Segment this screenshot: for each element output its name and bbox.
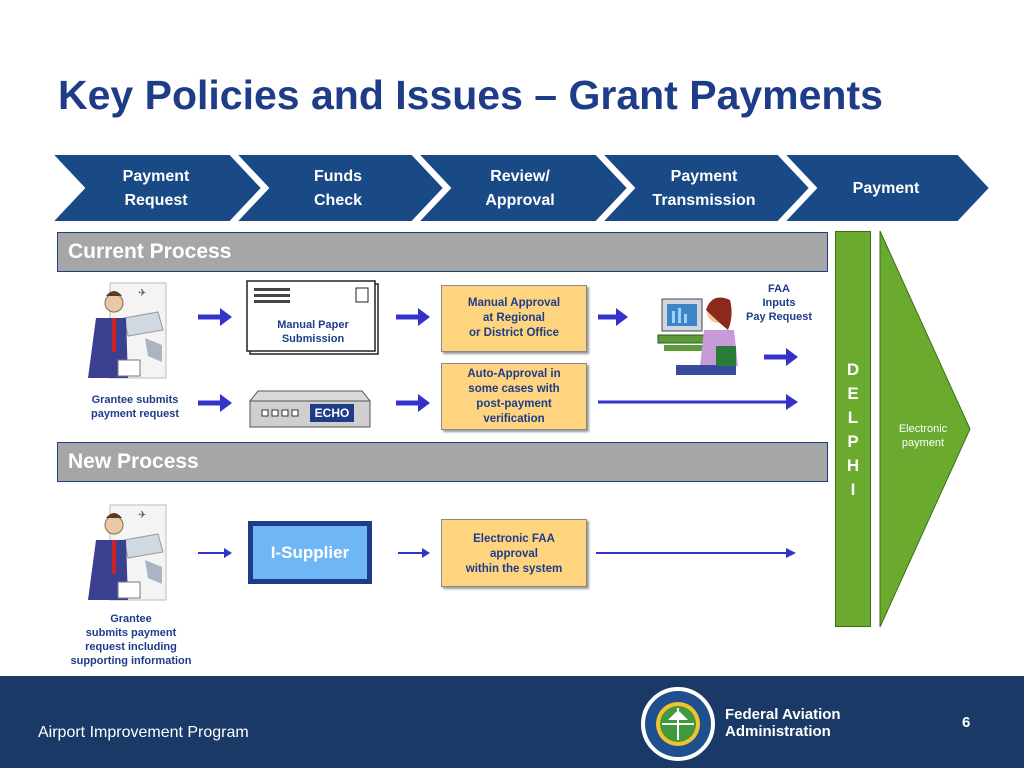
flow-arrow-faa-to-delphi xyxy=(764,348,798,366)
faa-seal-icon xyxy=(639,685,717,763)
svg-text:✈: ✈ xyxy=(138,510,146,521)
stage-4-line2: Transmission xyxy=(652,192,756,209)
faa-inputs-line2: Inputs xyxy=(762,297,796,309)
faa-inputs-caption: FAA Inputs Pay Request xyxy=(738,282,820,324)
auto-approval-box: Auto-Approval in some cases with post-pa… xyxy=(441,363,587,430)
faa-inputs-line3: Pay Request xyxy=(745,311,813,323)
manual-approval-line2: at Regional xyxy=(483,312,545,324)
flow-arrow-auto-approval-to-delphi xyxy=(598,394,798,410)
flow-arrow-electronic-approval-to-delphi xyxy=(596,548,796,558)
agency-name-line2: Administration xyxy=(725,723,831,740)
current-grantee-caption-line2: payment request xyxy=(90,408,180,420)
flow-arrow-echo-to-auto-approval xyxy=(396,394,430,412)
stage-1-line1: Payment xyxy=(122,168,190,185)
stage-chevron-3 xyxy=(415,153,630,223)
agency-name-line1: Federal Aviation xyxy=(725,706,841,723)
electronic-approval-line1: Electronic FAA xyxy=(473,533,555,545)
stage-3-line2: Approval xyxy=(485,192,555,209)
delphi-bar: D E L P H I xyxy=(835,231,871,627)
stage-2-line2: Check xyxy=(313,192,363,209)
new-grantee-caption-line3: request including xyxy=(85,641,177,653)
new-grantee-caption-line4: supporting information xyxy=(70,655,192,667)
stage-chevron-1 xyxy=(49,153,264,223)
grantee-figure-icon-2: ✈ xyxy=(88,504,167,601)
manual-approval-line1: Manual Approval xyxy=(467,297,561,309)
delphi-letter-l: L xyxy=(847,408,859,427)
new-process-header: New Process xyxy=(57,442,828,482)
stage-1-line2: Request xyxy=(124,192,188,209)
faa-inputs-line1: FAA xyxy=(768,283,790,295)
stage-2-line1: Funds xyxy=(314,168,362,185)
new-grantee-caption: Grantee submits payment request includin… xyxy=(58,612,204,668)
stage-chevron-2 xyxy=(233,153,446,223)
manual-approval-line3: or District Office xyxy=(468,327,560,339)
computer-user-icon xyxy=(657,297,738,375)
current-grantee-caption-line1: Grantee submits xyxy=(91,394,179,406)
electronic-payment-label: Electronic payment xyxy=(888,422,958,450)
manual-approval-box: Manual Approval at Regional or District … xyxy=(441,285,587,352)
isupplier-box: I-Supplier xyxy=(248,521,372,584)
flow-arrow-grantee-to-echo xyxy=(198,394,232,412)
current-process-header: Current Process xyxy=(57,232,828,272)
auto-approval-line2: some cases with xyxy=(468,383,560,395)
agency-name: Federal Aviation Administration xyxy=(725,706,841,740)
footer-program-name: Airport Improvement Program xyxy=(38,724,249,741)
flow-arrow-paper-to-manual-approval xyxy=(396,308,430,326)
manual-paper-caption: Manual Paper Submission xyxy=(250,318,376,346)
svg-text:✈: ✈ xyxy=(138,288,146,299)
flow-arrow-manual-approval-to-faa xyxy=(598,308,628,326)
delphi-letter-e: E xyxy=(847,384,859,403)
delphi-letter-p: P xyxy=(847,432,859,451)
electronic-payment-line2: payment xyxy=(901,437,945,449)
isupplier-label: I-Supplier xyxy=(253,526,367,579)
delphi-letter-i: I xyxy=(850,480,856,499)
auto-approval-line4: verification xyxy=(483,413,545,425)
electronic-approval-line3: within the system xyxy=(465,563,563,575)
stage-label-payment: Payment xyxy=(826,177,946,201)
auto-approval-line3: post-payment xyxy=(476,398,552,410)
page-title: Key Policies and Issues – Grant Payments xyxy=(58,72,883,118)
electronic-approval-line2: approval xyxy=(490,548,538,560)
flow-arrow-grantee-to-isupplier xyxy=(198,548,232,558)
electronic-payment-arrow xyxy=(879,230,971,628)
auto-approval-line1: Auto-Approval in xyxy=(467,368,561,380)
new-grantee-caption-line1: Grantee xyxy=(110,613,152,625)
grantee-figure-icon-1: ✈ xyxy=(88,282,167,379)
electronic-payment-line1: Electronic xyxy=(898,423,948,435)
envelope-icon xyxy=(246,280,379,355)
footer-bar xyxy=(0,676,1024,768)
stage-chevron-4 xyxy=(599,153,812,223)
stage-chevron-5 xyxy=(781,153,992,223)
delphi-letter-h: H xyxy=(846,456,860,475)
stage-label-payment-transmission: Payment Transmission xyxy=(634,165,774,213)
stage-label-review-approval: Review/ Approval xyxy=(460,165,580,213)
stage-4-line1: Payment xyxy=(670,168,738,185)
stage-label-payment-request: Payment Request xyxy=(96,165,216,213)
stage-label-funds-check: Funds Check xyxy=(278,165,398,213)
manual-paper-line2: Submission xyxy=(281,333,345,345)
electronic-approval-box: Electronic FAA approval within the syste… xyxy=(441,519,587,587)
flow-arrow-grantee-to-paper xyxy=(198,308,232,326)
delphi-letter-d: D xyxy=(846,360,860,379)
current-grantee-caption: Grantee submits payment request xyxy=(70,393,200,421)
new-grantee-caption-line2: submits payment xyxy=(85,627,177,639)
page-number: 6 xyxy=(962,714,971,731)
stage-3-line1: Review/ xyxy=(490,168,550,185)
stage-5-line1: Payment xyxy=(852,180,920,197)
manual-paper-line1: Manual Paper xyxy=(277,319,349,331)
echo-label: ECHO xyxy=(310,404,354,422)
flow-arrow-isupplier-to-electronic-approval xyxy=(398,548,430,558)
